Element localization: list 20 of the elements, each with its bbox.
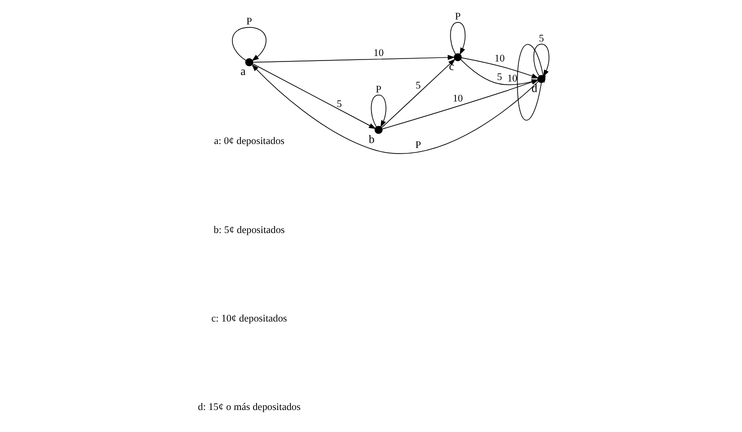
label: c: 10¢ depositados bbox=[211, 314, 288, 325]
edge-label: P bbox=[454, 12, 461, 23]
node-label: a bbox=[240, 65, 246, 78]
label: a: 0¢ depositados bbox=[214, 136, 284, 148]
edge-label: 10 bbox=[374, 48, 384, 59]
node-label: b bbox=[368, 132, 375, 146]
edge-label: 5 bbox=[497, 72, 502, 83]
edge-label: 5 bbox=[538, 33, 544, 44]
edge-label: P bbox=[415, 140, 422, 152]
label: d: 15¢ o más depositados bbox=[198, 402, 301, 414]
edge-label: 10 bbox=[507, 74, 518, 85]
edge-label: P bbox=[376, 84, 382, 96]
edge-label: 10 bbox=[494, 54, 505, 65]
node-label: c bbox=[449, 60, 454, 74]
edge-label: 5 bbox=[336, 98, 342, 110]
edge-label: P bbox=[246, 16, 252, 28]
edge-label: 5 bbox=[416, 80, 421, 92]
node-label: d bbox=[532, 82, 538, 95]
label: b: 5¢ depositados bbox=[214, 224, 285, 236]
edge-label: 10 bbox=[452, 94, 463, 105]
